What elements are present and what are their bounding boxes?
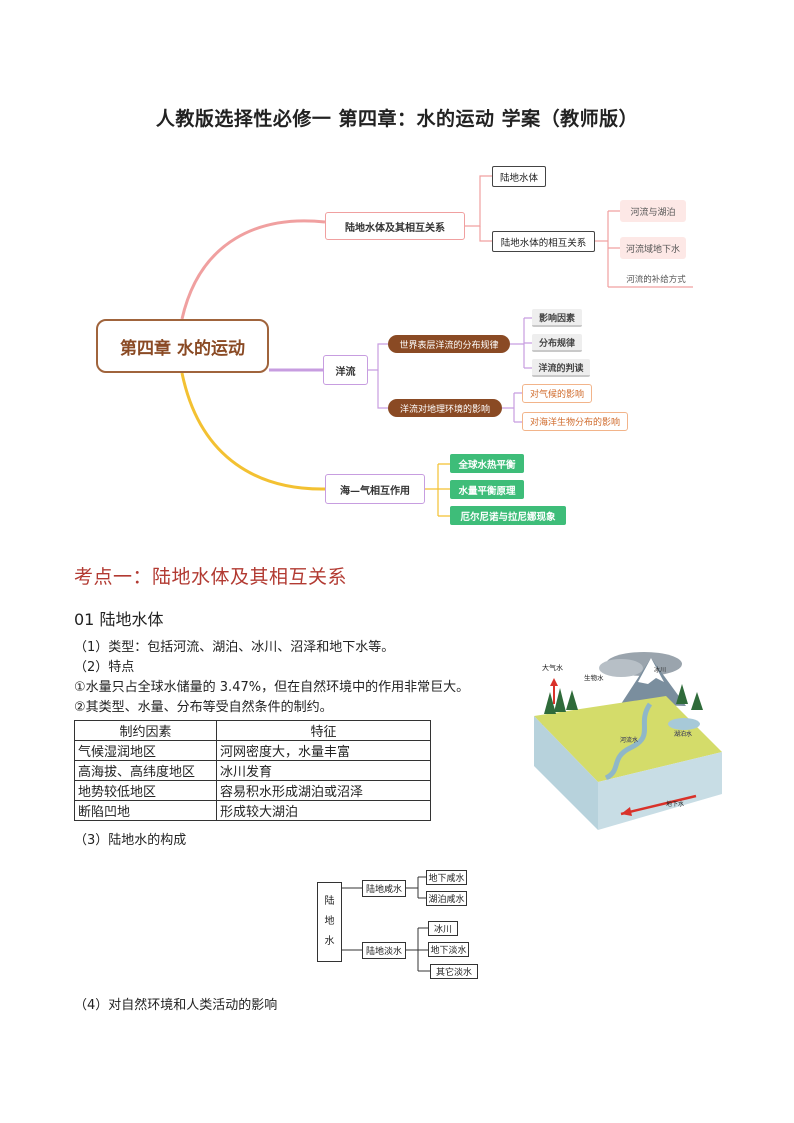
composition-item: 其它淡水 — [430, 964, 478, 979]
table-row: 地势较低地区容易积水形成湖泊或沼泽 — [74, 780, 431, 801]
node-distribution-rule: 分布规律 — [532, 334, 582, 352]
node-marine-impact: 对海洋生物分布的影响 — [522, 412, 628, 431]
line-volume: ①水量只占全球水储量的 3.47%，但在自然环境中的作用非常巨大。 — [74, 680, 470, 695]
branch-line-land — [180, 219, 326, 320]
node-enso: 厄尔尼诺与拉尼娜现象 — [450, 506, 566, 525]
water-cycle-illustration: 大气水 生物水 河流水 湖泊水 地下水 冰川 — [534, 652, 722, 830]
label-atmos-water: 大气水 — [542, 663, 563, 672]
node-climate-impact: 对气候的影响 — [522, 384, 592, 403]
page-title: 人教版选择性必修一 第四章：水的运动 学案（教师版） — [155, 108, 639, 130]
label-lake-water: 湖泊水 — [674, 730, 692, 738]
node-current-reading: 洋流的判读 — [532, 359, 590, 377]
branch-land-water: 陆地水体及其相互关系 — [325, 212, 465, 240]
label-ground-water: 地下水 — [666, 800, 684, 808]
node-factors: 影响因素 — [532, 309, 582, 327]
table-header: 制约因素 — [74, 720, 217, 741]
composition-connectors — [342, 876, 430, 972]
table-cell: 冰川发育 — [216, 760, 431, 781]
table-cell: 高海拔、高纬度地区 — [74, 760, 217, 781]
table-header: 特征 — [216, 720, 431, 741]
node-heat-balance: 全球水热平衡 — [450, 454, 524, 473]
composition-fresh-water: 陆地淡水 — [362, 942, 406, 959]
label-bio-water: 生物水 — [584, 673, 604, 682]
line-constraints: ②其类型、水量、分布等受自然条件的制约。 — [74, 700, 333, 715]
branch-sea-air: 海—气相互作用 — [325, 474, 425, 504]
node-current-impact: 洋流对地理环境的影响 — [388, 399, 502, 417]
line-composition: （3）陆地水的构成 — [74, 833, 187, 848]
composition-root: 陆 地 水 — [317, 882, 342, 962]
composition-salt-water: 陆地咸水 — [362, 880, 406, 897]
constraint-table: 制约因素 特征 气候湿润地区河网密度大，水量丰富 高海拔、高纬度地区冰川发育 地… — [74, 720, 431, 821]
node-river-lake: 河流与湖泊 — [620, 200, 686, 222]
table-row: 断陷凹地形成较大湖泊 — [74, 800, 431, 821]
composition-item: 地下咸水 — [426, 870, 467, 885]
node-water-balance: 水量平衡原理 — [450, 480, 524, 499]
table-cell: 河网密度大，水量丰富 — [216, 740, 431, 761]
mindmap-root: 第四章 水的运动 — [96, 319, 269, 373]
composition-item: 冰川 — [428, 921, 458, 936]
table-cell: 地势较低地区 — [74, 780, 217, 801]
node-current-distribution: 世界表层洋流的分布规律 — [388, 335, 510, 353]
composition-item: 地下淡水 — [428, 942, 469, 957]
table-cell: 形成较大湖泊 — [216, 800, 431, 821]
line-features: （2）特点 — [74, 660, 135, 675]
section-heading: 考点一：陆地水体及其相互关系 — [74, 566, 348, 588]
table-cell: 气候湿润地区 — [74, 740, 217, 761]
section-subheading: 01 陆地水体 — [74, 610, 164, 629]
table-row: 高海拔、高纬度地区冰川发育 — [74, 760, 431, 781]
line-types: （1）类型：包括河流、湖泊、冰川、沼泽和地下水等。 — [74, 640, 395, 655]
mindmap-connectors — [180, 175, 693, 517]
node-land-water-body: 陆地水体 — [492, 166, 546, 187]
node-land-water-relation: 陆地水体的相互关系 — [492, 231, 595, 252]
table-row: 气候湿润地区河网密度大，水量丰富 — [74, 740, 431, 761]
node-river-supply: 河流的补给方式 — [626, 275, 686, 285]
line-impact: （4）对自然环境和人类活动的影响 — [74, 998, 278, 1013]
node-river-groundwater: 河流域地下水 — [620, 237, 686, 259]
branch-ocean-current: 洋流 — [323, 355, 368, 385]
label-river-water: 河流水 — [620, 736, 638, 744]
composition-item: 湖泊咸水 — [426, 891, 467, 906]
label-glacier: 冰川 — [654, 666, 666, 674]
table-cell: 断陷凹地 — [74, 800, 217, 821]
table-cell: 容易积水形成湖泊或沼泽 — [216, 780, 431, 801]
branch-line-air — [180, 372, 326, 491]
